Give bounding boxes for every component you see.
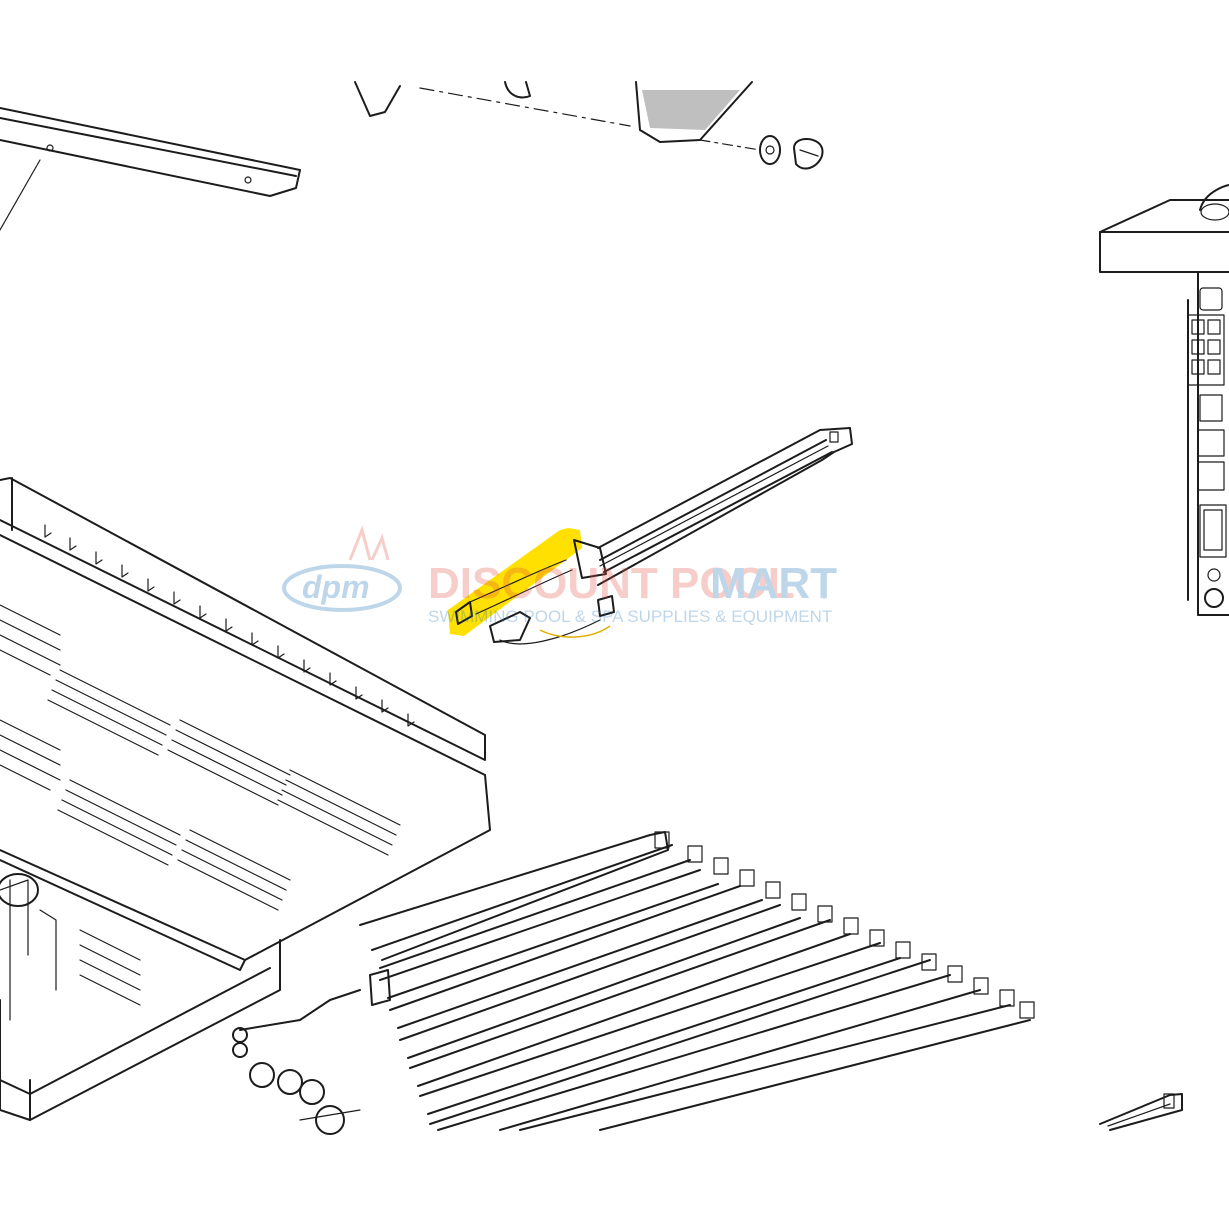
watermark-logo-text: dpm	[302, 569, 370, 605]
single-burner	[597, 427, 853, 586]
burner-end-fragment	[1099, 1093, 1183, 1131]
watermark-brand-1: DISCOUNT POOL	[428, 559, 795, 608]
tray-louvres	[0, 604, 401, 1006]
top-shaft-assembly	[354, 81, 824, 170]
watermark-tagline: SWIMMING POOL & SPA SUPPLIES & EQUIPMENT	[428, 607, 832, 626]
watermark-logo: dpm	[282, 525, 402, 612]
burner-tray	[0, 477, 491, 1121]
burner-ignition-assembly-highlight	[448, 528, 615, 645]
top-rail-bracket	[0, 107, 301, 231]
burner-tabs	[654, 831, 1035, 1019]
tray-slots	[44, 524, 415, 727]
control-box	[1099, 184, 1229, 616]
watermark: dpm DISCOUNT POOL MART SWIMMING POOL & S…	[282, 525, 837, 626]
watermark-brand-2: MART	[710, 559, 837, 608]
burner-array	[232, 831, 1035, 1135]
burner-manifold	[232, 969, 391, 1135]
